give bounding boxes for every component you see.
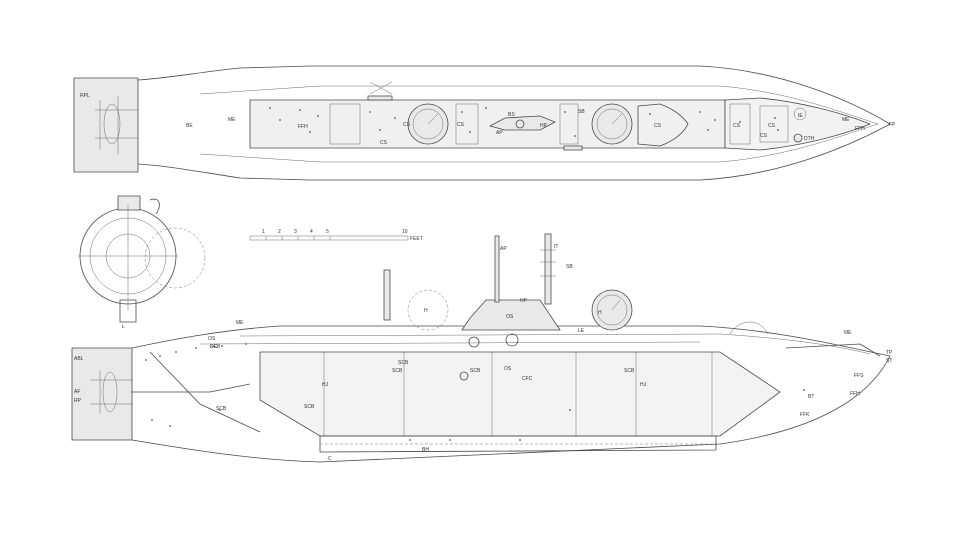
top-label-cs-4: CS	[733, 123, 741, 129]
top-label-cs-6: CS	[760, 133, 768, 139]
top-stern-block	[73, 77, 139, 173]
scale-bar: 1 2 3 4 5 10 FEET	[249, 229, 423, 242]
section-label-l: L	[122, 324, 125, 330]
side-label-os-2: OS	[504, 366, 512, 372]
top-label-ffh: FFH	[298, 124, 308, 130]
side-label-hj-2: HJ	[640, 382, 647, 388]
side-label-le: LE	[578, 328, 585, 334]
scale-tick-1: 1	[262, 229, 265, 235]
top-label-ffh-2: FFH	[855, 126, 865, 132]
side-hull-outline	[131, 325, 891, 463]
top-fore-section	[637, 103, 689, 147]
top-view: RPL BE ME FFH CS CS BS HP AP SB CS CS CS…	[73, 65, 896, 181]
top-label-bs: BS	[508, 112, 515, 118]
top-label-me: ME	[228, 117, 236, 123]
side-label-me-2: ME	[236, 320, 244, 326]
side-label-scb-1: SCB	[392, 368, 403, 374]
top-label-cs-3: CS	[654, 123, 662, 129]
side-label-scb-6: SCB	[210, 344, 221, 350]
top-rivets	[269, 107, 779, 137]
top-bow-plate	[724, 97, 872, 151]
side-label-sb: SB	[566, 264, 573, 270]
side-rivets	[145, 343, 805, 441]
side-label-ap: AP	[500, 246, 507, 252]
top-label-ap: AP	[496, 130, 503, 136]
side-label-ffh: FFH	[850, 391, 860, 397]
scale-tick-4: 4	[310, 229, 313, 235]
side-label-h-1: H	[424, 308, 428, 314]
side-label-abl: ABL	[74, 356, 84, 362]
side-label-hj-1: HJ	[322, 382, 329, 388]
side-label-it: IT	[554, 244, 558, 250]
side-hatch-dashed	[407, 289, 449, 331]
top-label-cs-5: CS	[768, 123, 776, 129]
side-label-c: C	[328, 456, 332, 462]
scale-tick-2: 2	[278, 229, 281, 235]
top-label-cs-1: CS	[380, 140, 388, 146]
side-label-ffk: FFK	[800, 412, 810, 418]
side-label-cfc: CFC	[522, 376, 533, 382]
scale-tick-3: 3	[294, 229, 297, 235]
side-label-st: ST	[886, 358, 892, 364]
side-label-bt: BT	[808, 394, 814, 400]
top-label-rpl: RPL	[80, 93, 90, 99]
scale-unit: FEET	[410, 236, 423, 242]
side-label-os: OS	[506, 314, 514, 320]
side-label-ffs: FFS	[854, 373, 864, 379]
side-label-rp: RP	[74, 398, 82, 404]
top-label-sb: SB	[578, 109, 585, 115]
side-label-tp: TP	[886, 350, 893, 356]
top-label-cs-2: CS	[457, 122, 465, 128]
top-label-me-2: ME	[842, 117, 850, 123]
side-label-scb-5: SCB	[216, 406, 227, 412]
side-label-af: AF	[74, 389, 80, 395]
top-label-hp: HP	[540, 123, 548, 129]
side-label-scb-2: SCB	[470, 368, 481, 374]
top-label-fp: FP	[889, 122, 896, 128]
section-view: L	[78, 195, 206, 330]
side-hull-panel	[259, 351, 781, 437]
side-label-scb-4: SCB	[304, 404, 315, 410]
side-label-os-3: OS	[208, 336, 216, 342]
side-label-de: DE	[210, 344, 218, 350]
top-mast-base	[488, 115, 556, 131]
side-label-scb-3: SCB	[624, 368, 635, 374]
top-hull-outline	[137, 65, 891, 181]
top-label-dth: DTH	[804, 136, 815, 142]
side-mast-aft	[494, 235, 500, 303]
side-view: AP IT SB HP H OS LE H ME TP ST FFS FFH B…	[71, 233, 893, 463]
top-label-be: BE	[186, 123, 193, 129]
side-label-bh: BH	[422, 447, 429, 453]
side-label-hp: HP	[520, 298, 528, 304]
side-label-me: ME	[844, 330, 852, 336]
side-snorkel	[383, 269, 391, 321]
scale-tick-10: 10	[402, 229, 408, 235]
side-mast-fore	[544, 233, 552, 305]
side-conning-tower	[461, 299, 561, 331]
top-label-ie: IE	[798, 113, 803, 119]
top-label-cs-7: CS	[403, 122, 411, 128]
top-hull-inner-line	[199, 85, 879, 163]
side-label-scb-7: SCB	[398, 360, 409, 366]
side-label-h-2: H	[598, 310, 602, 316]
scale-tick-5: 5	[326, 229, 329, 235]
